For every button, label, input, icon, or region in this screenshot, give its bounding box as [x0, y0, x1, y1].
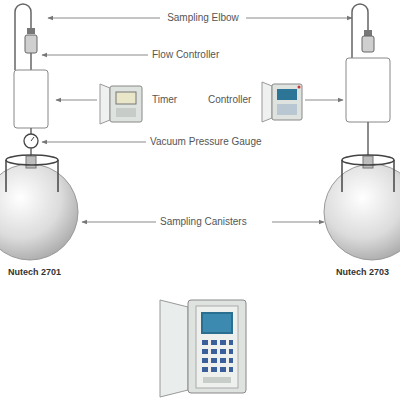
controller-device-part-part	[202, 340, 208, 345]
leader-lines	[42, 18, 352, 222]
left-assembly-part	[5, 160, 7, 192]
right-assembly-part	[346, 58, 390, 122]
timer-picture-part	[110, 86, 142, 122]
leader-lines-part	[42, 142, 146, 143]
left-assembly	[0, 4, 78, 260]
controller-device-part-part	[211, 367, 217, 372]
model-label: Nutech 2703	[336, 266, 389, 278]
controller-device-part	[202, 340, 233, 372]
controller-device-part	[196, 306, 238, 388]
model-label: Nutech 2701	[8, 266, 61, 278]
controller-picture-part	[272, 84, 302, 120]
right-assembly-part	[341, 160, 343, 192]
left-assembly-part	[27, 28, 35, 34]
controller-device-part-part	[229, 340, 233, 345]
timer-picture	[100, 84, 142, 124]
controller-device-part-part	[229, 367, 233, 372]
controller-device-part-part	[220, 340, 226, 345]
controller-device-part-part	[220, 358, 226, 363]
controller-picture-part	[277, 89, 297, 100]
controller-device-part-part	[202, 367, 208, 372]
controller-device-part-part	[211, 340, 217, 345]
right-assembly-part	[364, 30, 372, 36]
controller-device-part-part	[211, 349, 217, 354]
timer-picture-part	[116, 108, 136, 117]
controller-device-part-part	[229, 358, 233, 363]
controller-device-part	[203, 314, 231, 332]
controller-picture-part	[262, 82, 272, 122]
left-assembly-part	[57, 160, 59, 192]
controller-picture-part	[277, 104, 297, 115]
controller-device-part	[188, 300, 246, 393]
leader-lines-part	[305, 100, 343, 101]
left-assembly-part	[14, 70, 48, 128]
left-assembly-part	[6, 155, 58, 165]
controller-device-part-part	[220, 367, 226, 372]
part-label: Controller	[208, 94, 251, 106]
leader-lines-part	[48, 18, 160, 19]
right-assembly-part	[363, 156, 373, 168]
part-label: Timer	[152, 94, 177, 106]
left-assembly-part	[24, 134, 38, 148]
right-assembly-part	[324, 164, 400, 260]
controller-device-part	[160, 300, 188, 397]
controller-device-part-part	[220, 349, 226, 354]
leader-lines-part	[42, 55, 148, 56]
part-label: Sampling Canisters	[160, 216, 247, 228]
timer-picture-part	[100, 84, 110, 124]
controller-device-part-part	[202, 358, 208, 363]
controller-device-part	[201, 312, 233, 334]
right-assembly	[324, 4, 400, 260]
leader-lines-part	[56, 100, 97, 101]
part-label: Vacuum Pressure Gauge	[150, 136, 262, 148]
left-assembly-part	[30, 128, 32, 134]
controller-device-part-part	[202, 349, 208, 354]
part-label: Flow Controller	[152, 49, 219, 61]
controller-picture	[262, 82, 302, 122]
part-label: Sampling Elbow	[167, 12, 239, 24]
timer-picture-part	[116, 92, 136, 104]
controller-device	[160, 300, 246, 397]
controller-device-part	[203, 377, 231, 383]
left-assembly-part	[31, 137, 34, 141]
left-assembly-part	[30, 53, 32, 70]
left-assembly-part	[0, 164, 78, 260]
left-assembly-part	[26, 156, 36, 168]
right-assembly-part	[342, 155, 394, 165]
leader-lines-part	[82, 222, 156, 223]
controller-device-part-part	[229, 349, 233, 354]
controller-device-part-part	[211, 358, 217, 363]
right-assembly-part	[362, 36, 374, 52]
left-assembly-part	[25, 35, 37, 53]
controller-picture-part	[298, 86, 301, 89]
right-assembly-part	[393, 160, 395, 192]
leader-lines-part	[246, 18, 352, 19]
leader-lines-part	[272, 222, 324, 223]
